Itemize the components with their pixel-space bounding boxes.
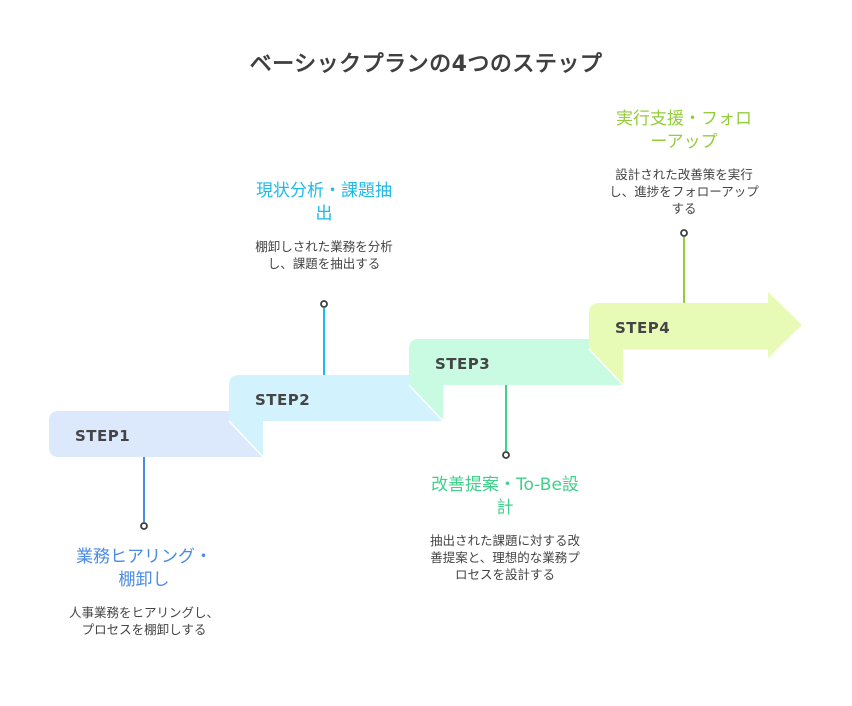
step3-connector-dot [502,451,510,459]
step1-label: STEP1 [75,427,130,445]
step3-fold-seam [588,348,624,386]
step1-node: 業務ヒアリング・棚卸し 人事業務をヒアリングし、プロセスを棚卸しする [69,546,219,638]
step4-description: 設計された改善策を実行し、進捗をフォローアップする [609,167,759,216]
step1-connector-dot [140,522,148,530]
step1-description: 人事業務をヒアリングし、プロセスを棚卸しする [69,605,220,637]
step3-box [409,339,623,385]
step4-connector-dot [680,229,688,237]
step4-label: STEP4 [615,319,670,337]
step2-connector-dot [320,300,328,308]
step4-heading: 実行支援・フォローアップ [616,109,752,152]
step1-fold-seam [228,420,264,458]
step3-node: 改善提案・To-Be設計 抽出された課題に対する改善提案と、理想的な業務プロセス… [430,474,580,583]
step2-fold-seam [408,384,444,422]
step3-description: 抽出された課題に対する改善提案と、理想的な業務プロセスを設計する [430,533,581,582]
step2-heading: 現状分析・課題抽出 [256,181,392,224]
step1-heading: 業務ヒアリング・棚卸し [76,547,212,590]
step2-box [229,375,443,421]
step2-label: STEP2 [255,391,310,409]
step2-description: 棚卸しされた業務を分析し、課題を抽出する [255,239,393,271]
diagram-title: ベーシックプランの4つのステップ [249,52,603,77]
step3-heading: 改善提案・To-Be設計 [431,475,579,518]
step3-label: STEP3 [435,355,490,373]
step2-node: 現状分析・課題抽出 棚卸しされた業務を分析し、課題を抽出する [249,180,399,272]
step4-node: 実行支援・フォローアップ 設計された改善策を実行し、進捗をフォローアップする [609,108,759,217]
step1-box [49,411,263,457]
step4-arrow [589,292,802,358]
